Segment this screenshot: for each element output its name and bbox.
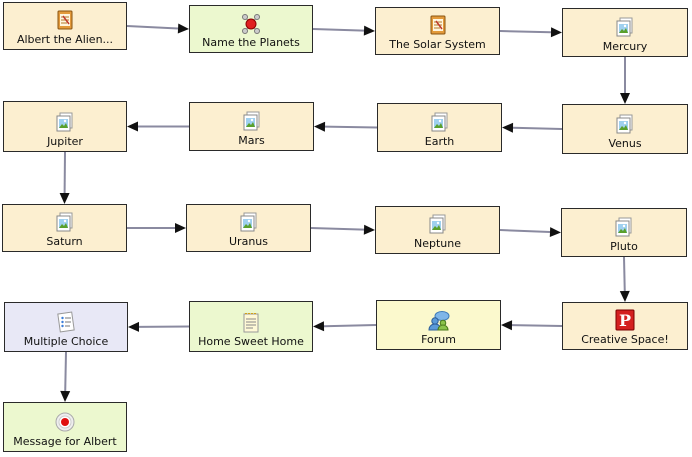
- node-label: Forum: [421, 333, 456, 346]
- connector-neptune-pluto: [499, 227, 561, 237]
- connector-pluto-creative: [619, 256, 630, 302]
- node-label: Mars: [238, 134, 265, 147]
- node-earth[interactable]: Earth: [377, 103, 502, 152]
- node-mars[interactable]: Mars: [189, 102, 314, 151]
- image-icon: [238, 211, 260, 233]
- node-label: The Solar System: [389, 38, 486, 51]
- connector-saturn-uranus: [127, 223, 186, 233]
- connector-mars-jupiter: [127, 121, 189, 132]
- connector-jupiter-saturn: [59, 151, 70, 204]
- node-pluto[interactable]: Pluto: [561, 208, 687, 257]
- node-label: Albert the Alien...: [16, 33, 114, 46]
- node-venus[interactable]: Venus: [562, 104, 688, 154]
- note-icon: [240, 311, 262, 333]
- red-p-icon: P: [614, 309, 636, 331]
- connector-mercury-venus: [620, 57, 630, 104]
- node-label: Earth: [424, 135, 455, 148]
- connector-planets-solar: [312, 25, 375, 36]
- node-label: Pluto: [610, 240, 638, 253]
- node-label: Creative Space!: [581, 333, 669, 346]
- arrowhead: [177, 23, 189, 34]
- forum-icon: [427, 309, 450, 331]
- node-label: Mercury: [602, 40, 648, 53]
- node-saturn[interactable]: Saturn: [2, 204, 127, 252]
- node-label: Saturn: [46, 235, 83, 248]
- arrowhead: [549, 227, 561, 237]
- node-planets[interactable]: Name the Planets: [189, 5, 313, 53]
- connector-earth-mars: [314, 121, 378, 132]
- arrowhead: [313, 321, 325, 332]
- arrowhead: [619, 290, 630, 302]
- record-icon: [54, 411, 76, 433]
- image-icon: [54, 111, 76, 133]
- checklist-icon: [55, 311, 77, 333]
- arrowhead: [502, 122, 514, 133]
- arrowhead: [314, 121, 326, 132]
- arrowhead: [620, 93, 630, 104]
- node-label: Venus: [608, 137, 642, 150]
- arrowhead: [363, 224, 375, 235]
- arrowhead: [128, 321, 139, 332]
- node-mercury[interactable]: Mercury: [562, 8, 688, 57]
- node-label: Name the Planets: [202, 36, 300, 49]
- molecule-icon: [240, 12, 262, 34]
- image-icon: [614, 16, 636, 38]
- connector-quiz-message: [60, 351, 71, 402]
- connector-uranus-neptune: [310, 224, 375, 235]
- image-icon: [427, 213, 449, 235]
- node-label: Multiple Choice: [23, 335, 109, 348]
- node-creative[interactable]: P Creative Space!: [562, 302, 688, 350]
- notebook-icon: [54, 9, 76, 31]
- image-icon: [613, 216, 635, 238]
- svg-text:P: P: [619, 311, 631, 330]
- image-icon: [241, 110, 263, 132]
- image-icon: [54, 211, 76, 233]
- node-albert[interactable]: Albert the Alien...: [3, 2, 127, 50]
- node-solar[interactable]: The Solar System: [375, 7, 500, 55]
- node-label: Neptune: [413, 237, 461, 250]
- node-uranus[interactable]: Uranus: [186, 204, 311, 252]
- arrowhead: [175, 223, 186, 233]
- node-quiz[interactable]: Multiple Choice: [4, 302, 128, 352]
- arrowhead: [60, 390, 71, 402]
- node-forum[interactable]: Forum: [376, 300, 501, 350]
- node-label: Uranus: [229, 235, 268, 248]
- node-label: Jupiter: [47, 135, 83, 148]
- node-neptune[interactable]: Neptune: [375, 206, 500, 254]
- node-label: Message for Albert: [13, 435, 117, 448]
- node-jupiter[interactable]: Jupiter: [3, 101, 127, 152]
- arrowhead: [363, 25, 375, 36]
- node-label: Home Sweet Home: [198, 335, 304, 348]
- arrowhead: [59, 193, 70, 204]
- connector-venus-earth: [502, 122, 563, 133]
- arrowhead: [127, 121, 138, 132]
- arrowhead: [501, 320, 513, 331]
- node-home[interactable]: Home Sweet Home: [189, 301, 313, 352]
- connector-solar-mercury: [499, 27, 562, 38]
- connector-home-quiz: [128, 321, 190, 332]
- connector-creative-forum: [501, 320, 563, 331]
- node-message[interactable]: Message for Albert: [3, 402, 127, 452]
- image-icon: [614, 113, 636, 135]
- connector-forum-home: [313, 321, 377, 332]
- notebook-icon: [427, 14, 449, 36]
- connector-albert-planets: [126, 23, 189, 34]
- image-icon: [429, 111, 451, 133]
- arrowhead: [550, 27, 562, 38]
